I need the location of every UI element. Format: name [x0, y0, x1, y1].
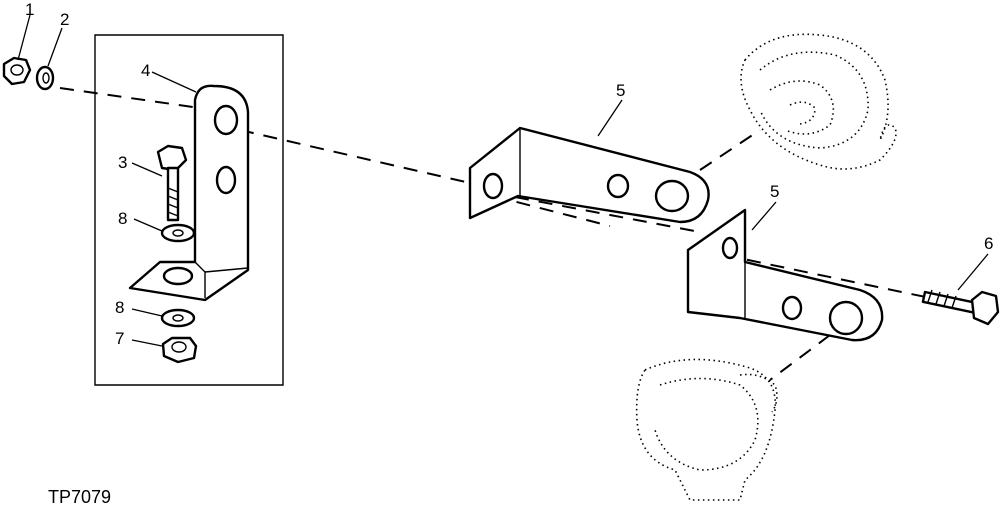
callout-6: 6 — [984, 234, 993, 253]
angle-bracket — [128, 84, 250, 302]
horn-upper-phantom — [740, 33, 897, 170]
callout-3: 3 — [118, 153, 127, 172]
flat-washer-mid — [160, 223, 196, 243]
hex-nut-bottom — [161, 336, 198, 364]
bolt-long — [921, 289, 1000, 326]
leader-5b — [751, 201, 777, 231]
figure-id: TP7079 — [48, 487, 111, 507]
leader-4 — [151, 71, 197, 93]
leader-2 — [47, 27, 63, 67]
hex-nut-top — [2, 56, 32, 86]
leader-7 — [131, 339, 163, 347]
leader-3 — [131, 162, 163, 177]
leader-8b — [131, 308, 163, 317]
leader-6 — [957, 253, 989, 291]
lock-washer-top — [35, 65, 55, 91]
horn-lower-phantom — [635, 358, 778, 501]
bracket-lower — [686, 208, 884, 342]
bolt-short — [156, 144, 188, 222]
leader-5a — [597, 99, 623, 137]
callout-5-lower: 5 — [770, 182, 779, 201]
callout-2: 2 — [60, 10, 69, 29]
inset-frame — [94, 34, 284, 386]
flat-washer-low — [160, 308, 196, 328]
assembly-line-horn-lower — [769, 334, 831, 381]
callout-8-low: 8 — [115, 298, 124, 317]
callout-4: 4 — [141, 61, 150, 80]
leader-8a — [133, 218, 163, 232]
callout-5-upper: 5 — [616, 81, 625, 100]
callout-1: 1 — [25, 0, 34, 19]
leader-1 — [17, 14, 31, 61]
bracket-upper — [468, 126, 710, 224]
assembly-line-upper — [59, 87, 701, 233]
assembly-line-horn-upper — [699, 129, 761, 171]
callout-7: 7 — [115, 329, 124, 348]
callout-8-mid: 8 — [118, 209, 127, 228]
